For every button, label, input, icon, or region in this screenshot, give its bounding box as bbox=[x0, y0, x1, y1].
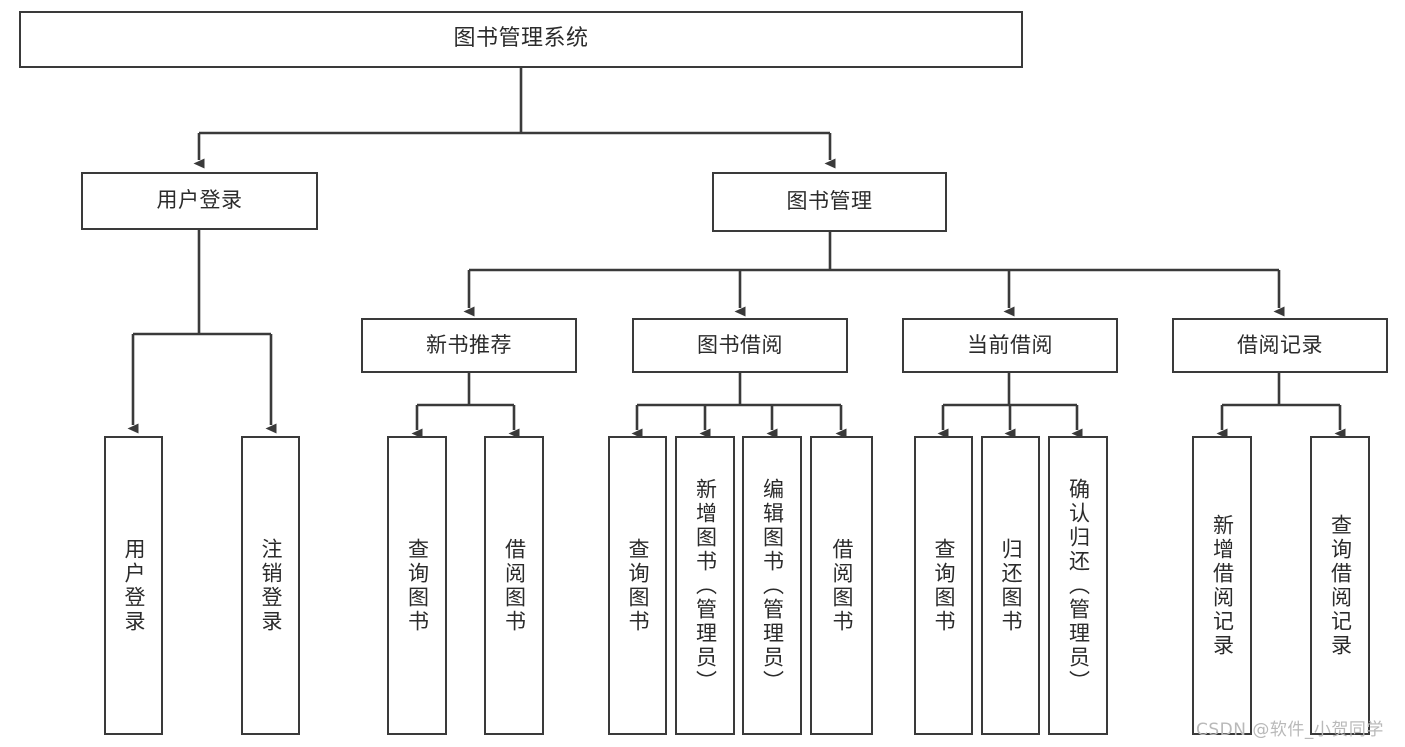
node-leaf-newbook-query-book[interactable]: 查询图书 bbox=[387, 436, 447, 735]
node-book-management[interactable]: 图书管理 bbox=[712, 172, 947, 232]
node-borrow-record[interactable]: 借阅记录 bbox=[1172, 318, 1388, 373]
node-leaf-record-query[interactable]: 查询借阅记录 bbox=[1310, 436, 1370, 735]
node-leaf-record-add[interactable]: 新增借阅记录 bbox=[1192, 436, 1252, 735]
node-leaf-newbook-query-book-label: 查询图书 bbox=[405, 537, 430, 634]
node-new-book-recommend[interactable]: 新书推荐 bbox=[361, 318, 577, 373]
node-leaf-current-query-book-label: 查询图书 bbox=[932, 537, 956, 634]
node-leaf-borrow-borrow-book[interactable]: 借阅图书 bbox=[810, 436, 873, 735]
node-root-system[interactable]: 图书管理系统 bbox=[19, 11, 1023, 68]
node-leaf-current-query-book[interactable]: 查询图书 bbox=[914, 436, 973, 735]
node-book-management-label: 图书管理 bbox=[786, 189, 873, 214]
node-current-borrow[interactable]: 当前借阅 bbox=[902, 318, 1118, 373]
node-leaf-current-return-book-label: 归还图书 bbox=[999, 537, 1023, 634]
node-leaf-user-login[interactable]: 用户登录 bbox=[104, 436, 163, 735]
node-leaf-borrow-edit-book[interactable]: 编辑图书（管理员） bbox=[742, 436, 802, 735]
node-leaf-borrow-query-book[interactable]: 查询图书 bbox=[608, 436, 667, 735]
node-leaf-borrow-add-book-label: 新增图书（管理员） bbox=[693, 477, 718, 694]
node-book-borrow-label: 图书借阅 bbox=[697, 332, 783, 357]
node-leaf-record-add-label: 新增借阅记录 bbox=[1210, 513, 1235, 658]
node-leaf-logout[interactable]: 注销登录 bbox=[241, 436, 300, 735]
node-new-book-recommend-label: 新书推荐 bbox=[426, 332, 512, 357]
node-leaf-logout-label: 注销登录 bbox=[259, 537, 283, 634]
node-leaf-newbook-borrow-book[interactable]: 借阅图书 bbox=[484, 436, 544, 735]
node-leaf-current-confirm-return-label: 确认归还（管理员） bbox=[1066, 477, 1091, 694]
watermark-text: CSDN @软件_小贺同学 bbox=[1196, 720, 1384, 740]
node-current-borrow-label: 当前借阅 bbox=[967, 332, 1053, 357]
node-leaf-borrow-add-book[interactable]: 新增图书（管理员） bbox=[675, 436, 735, 735]
node-user-login[interactable]: 用户登录 bbox=[81, 172, 318, 230]
node-leaf-user-login-label: 用户登录 bbox=[122, 537, 146, 634]
node-leaf-borrow-query-book-label: 查询图书 bbox=[626, 537, 650, 634]
node-leaf-current-confirm-return[interactable]: 确认归还（管理员） bbox=[1048, 436, 1108, 735]
node-leaf-current-return-book[interactable]: 归还图书 bbox=[981, 436, 1040, 735]
node-leaf-borrow-borrow-book-label: 借阅图书 bbox=[830, 537, 854, 634]
node-book-borrow[interactable]: 图书借阅 bbox=[632, 318, 848, 373]
node-user-login-label: 用户登录 bbox=[156, 188, 243, 213]
node-root-system-label: 图书管理系统 bbox=[453, 26, 589, 52]
node-leaf-newbook-borrow-book-label: 借阅图书 bbox=[502, 537, 527, 634]
node-leaf-record-query-label: 查询借阅记录 bbox=[1328, 513, 1353, 658]
node-borrow-record-label: 借阅记录 bbox=[1237, 332, 1323, 357]
node-leaf-borrow-edit-book-label: 编辑图书（管理员） bbox=[760, 477, 785, 694]
